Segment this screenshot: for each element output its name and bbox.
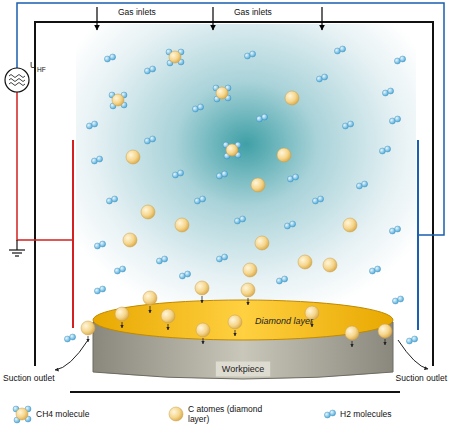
hydrogen-atom (185, 271, 191, 277)
carbon-atom (161, 309, 175, 323)
carbon-atom (277, 148, 291, 162)
carbon-atom (241, 283, 255, 297)
carbon-atom (81, 321, 95, 335)
hydrogen-atom (388, 88, 394, 94)
hydrogen-atom (250, 51, 256, 57)
deposition-arrow (202, 296, 203, 303)
hydrogen-atom (97, 156, 103, 162)
deposition-arrow (235, 330, 236, 336)
hydrogen-atom (150, 66, 156, 72)
carbon-atom (251, 178, 265, 192)
voltage-label: U (30, 60, 36, 70)
carbon-atom (169, 407, 183, 421)
carbon-atom (123, 233, 137, 247)
hydrogen-atom (100, 286, 106, 292)
deposition-arrow (352, 341, 353, 347)
carbon-atom (169, 51, 181, 63)
deposition-arrow (168, 324, 169, 330)
hydrogen-atom (150, 136, 156, 142)
carbon-atom (255, 236, 269, 250)
hydrogen-atom (240, 216, 246, 222)
carbon-atom (345, 326, 359, 340)
hydrogen-atom (412, 336, 418, 342)
workpiece-label: Workpiece (218, 363, 268, 376)
hydrogen-atom (110, 54, 116, 60)
hydrogen-atom (162, 256, 168, 262)
carbon-atom (285, 91, 299, 105)
hydrogen-atom (100, 241, 106, 247)
gas-inlet-label: Gas inlets (118, 7, 156, 17)
hydrogen-atom (222, 171, 228, 177)
hydrogen-atom (395, 116, 401, 122)
hydrogen-atom (322, 74, 328, 80)
carbon-atom (115, 307, 129, 321)
suction-outlet-label: Suction outlet (395, 373, 447, 383)
gas-inlet-label: Gas inlets (234, 7, 272, 17)
carbon-atom (228, 315, 242, 329)
hydrogen-atom (340, 46, 346, 52)
legend-text: C atomes (diamond layer) (188, 404, 268, 424)
carbon-atom (343, 218, 357, 232)
deposition-arrow (203, 338, 204, 344)
carbon-atom (216, 87, 228, 99)
hydrogen-atom (282, 276, 288, 282)
hydrogen-atom (262, 114, 268, 120)
hydrogen-atom (348, 121, 354, 127)
hydrogen-atom (92, 121, 98, 127)
hydrogen-atom (222, 254, 228, 260)
hydrogen-atom (318, 196, 324, 202)
hydrogen-atom (200, 196, 206, 202)
hydrogen-atom (398, 296, 404, 302)
legend-text: H2 molecules (340, 409, 445, 419)
hydrogen-atom (70, 334, 76, 340)
hydrogen-atom (395, 226, 401, 232)
hydrogen-atom (112, 196, 118, 202)
carbon-atom (226, 144, 238, 156)
hydrogen-atom (362, 181, 368, 187)
carbon-atom (112, 94, 124, 106)
carbon-atom (126, 150, 140, 164)
hydrogen-atom (385, 146, 391, 152)
hydrogen-atom (330, 410, 336, 416)
legend-text: CH4 molecule (36, 409, 146, 419)
carbon-atom (323, 258, 337, 272)
hydrogen-atom (120, 266, 126, 272)
carbon-atom (243, 263, 257, 277)
deposition-arrow (248, 298, 249, 305)
hydrogen-atom (198, 104, 204, 110)
deposition-arrow (385, 339, 386, 345)
hydrogen-atom (400, 56, 406, 62)
deposition-arrow (150, 306, 151, 313)
carbon-atom (195, 281, 209, 295)
node-text: Workpiece (222, 364, 264, 374)
deposition-arrow (88, 336, 89, 342)
carbon-atom (141, 205, 155, 219)
carbon-atom (16, 408, 28, 420)
carbon-atom (196, 323, 210, 337)
carbon-atom (298, 255, 312, 269)
carbon-atom (175, 218, 189, 232)
hydrogen-atom (178, 170, 184, 176)
hydrogen-atom (375, 266, 381, 272)
voltage-label: HF (37, 65, 46, 75)
hydrogen-atom (290, 221, 296, 227)
hydrogen-atom (293, 174, 299, 180)
carbon-atom (143, 291, 157, 305)
suction-outlet-label: Suction outlet (3, 373, 55, 383)
diamond-layer-label: Diamond layer (251, 315, 317, 328)
node-text: Diamond layer (255, 316, 313, 326)
carbon-atom (378, 324, 392, 338)
deposition-arrow (122, 322, 123, 328)
